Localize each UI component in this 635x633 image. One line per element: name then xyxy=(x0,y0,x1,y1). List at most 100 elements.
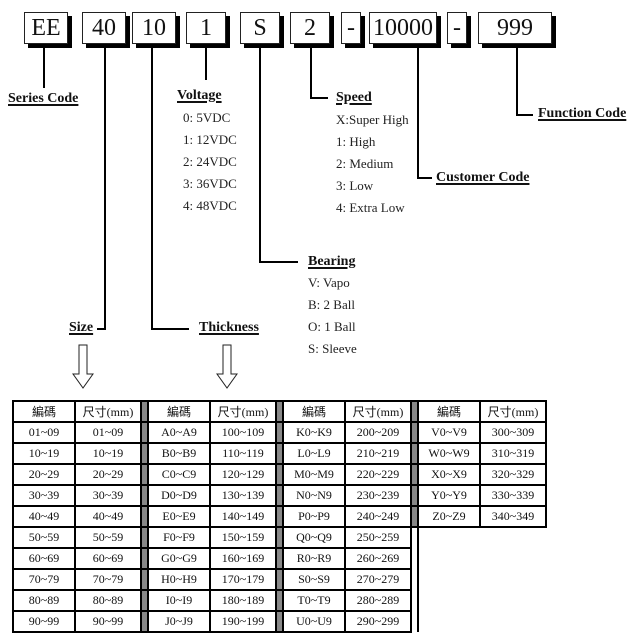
connector-bearing-h xyxy=(259,261,298,263)
label-customer-code: Customer Code xyxy=(436,170,530,185)
empty-cell xyxy=(418,611,546,632)
cell-size-mm: 310~319 xyxy=(479,442,547,465)
label-series-code: Series Code xyxy=(8,91,79,106)
column-separator xyxy=(275,400,284,423)
cell-size-mm: 180~189 xyxy=(209,589,277,612)
cell-size-mm: 10~19 xyxy=(74,442,142,465)
column-separator xyxy=(140,484,149,507)
connector-speed-v xyxy=(310,48,312,98)
down-arrow-icon-thickness xyxy=(216,344,238,389)
cell-size-mm: 280~289 xyxy=(344,589,412,612)
cell-code: E0~E9 xyxy=(147,505,211,528)
header-code: 編碼 xyxy=(147,400,211,423)
cell-size-mm: 140~149 xyxy=(209,505,277,528)
cell-code: H0~H9 xyxy=(147,568,211,591)
cell-size-mm: 50~59 xyxy=(74,526,142,549)
label-function-code: Function Code xyxy=(538,106,627,121)
column-separator xyxy=(410,569,419,590)
cell-size-mm: 270~279 xyxy=(344,568,412,591)
column-separator xyxy=(410,548,419,569)
column-separator xyxy=(275,526,284,549)
cell-size-mm: 120~129 xyxy=(209,463,277,486)
cell-code: W0~W9 xyxy=(417,442,481,465)
cell-code: Y0~Y9 xyxy=(417,484,481,507)
speed-option: 4: Extra Low xyxy=(336,200,405,215)
table-header-row: 編碼尺寸(mm)編碼尺寸(mm)編碼尺寸(mm)編碼尺寸(mm) xyxy=(12,400,547,423)
header-size-mm: 尺寸(mm) xyxy=(344,400,412,423)
speed-options: X:Super High 1: High 2: Medium 3: Low 4:… xyxy=(336,109,409,219)
speed-option: X:Super High xyxy=(336,112,409,127)
column-separator xyxy=(140,400,149,423)
cell-size-mm: 290~299 xyxy=(344,610,412,633)
label-speed: Speed xyxy=(336,90,372,105)
header-size-mm: 尺寸(mm) xyxy=(74,400,142,423)
cell-size-mm: 220~229 xyxy=(344,463,412,486)
bearing-option: V: Vapo xyxy=(308,275,350,290)
header-code: 編碼 xyxy=(282,400,346,423)
column-separator xyxy=(410,590,419,611)
cell-code: 01~09 xyxy=(12,421,76,444)
connector-voltage xyxy=(205,48,207,80)
code-box-dash-1: - xyxy=(341,12,361,44)
speed-option: 3: Low xyxy=(336,178,374,193)
cell-size-mm: 230~239 xyxy=(344,484,412,507)
label-voltage: Voltage xyxy=(177,88,222,103)
column-separator xyxy=(275,505,284,528)
cell-code: C0~C9 xyxy=(147,463,211,486)
empty-cell xyxy=(418,548,546,569)
cell-size-mm: 70~79 xyxy=(74,568,142,591)
column-separator xyxy=(140,421,149,444)
header-code: 編碼 xyxy=(417,400,481,423)
cell-size-mm: 240~249 xyxy=(344,505,412,528)
column-separator xyxy=(275,442,284,465)
cell-code: 40~49 xyxy=(12,505,76,528)
cell-size-mm: 40~49 xyxy=(74,505,142,528)
connector-size-v xyxy=(104,48,106,330)
cell-size-mm: 110~119 xyxy=(209,442,277,465)
code-box-series: EE xyxy=(24,12,68,44)
header-size-mm: 尺寸(mm) xyxy=(479,400,547,423)
cell-size-mm: 130~139 xyxy=(209,484,277,507)
cell-size-mm: 150~159 xyxy=(209,526,277,549)
cell-code: F0~F9 xyxy=(147,526,211,549)
cell-code: K0~K9 xyxy=(282,421,346,444)
code-box-voltage: 1 xyxy=(186,12,226,44)
cell-size-mm: 100~109 xyxy=(209,421,277,444)
cell-code: 60~69 xyxy=(12,547,76,570)
column-separator xyxy=(140,547,149,570)
cell-code: 10~19 xyxy=(12,442,76,465)
cell-size-mm: 190~199 xyxy=(209,610,277,633)
cell-size-mm: 90~99 xyxy=(74,610,142,633)
voltage-option: 4: 48VDC xyxy=(183,198,237,213)
cell-code: Z0~Z9 xyxy=(417,505,481,528)
cell-size-mm: 60~69 xyxy=(74,547,142,570)
bearing-options: V: Vapo B: 2 Ball O: 1 Ball S: Sleeve xyxy=(308,272,357,360)
bearing-option: O: 1 Ball xyxy=(308,319,356,334)
cell-size-mm: 260~269 xyxy=(344,547,412,570)
cell-code: N0~N9 xyxy=(282,484,346,507)
connector-thickness-h xyxy=(151,328,189,330)
cell-code: S0~S9 xyxy=(282,568,346,591)
cell-size-mm: 200~209 xyxy=(344,421,412,444)
bearing-option: B: 2 Ball xyxy=(308,297,355,312)
connector-size-h xyxy=(97,328,106,330)
column-separator xyxy=(140,589,149,612)
connector-speed-h xyxy=(310,97,328,99)
column-separator xyxy=(275,463,284,486)
cell-code: Q0~Q9 xyxy=(282,526,346,549)
code-box-speed: 2 xyxy=(290,12,330,44)
cell-code: 20~29 xyxy=(12,463,76,486)
column-separator xyxy=(140,442,149,465)
header-size-mm: 尺寸(mm) xyxy=(209,400,277,423)
cell-code: V0~V9 xyxy=(417,421,481,444)
cell-code: 30~39 xyxy=(12,484,76,507)
column-separator xyxy=(410,463,419,486)
code-box-function: 999 xyxy=(478,12,552,44)
column-separator xyxy=(410,442,419,465)
connector-function-h xyxy=(516,114,533,116)
